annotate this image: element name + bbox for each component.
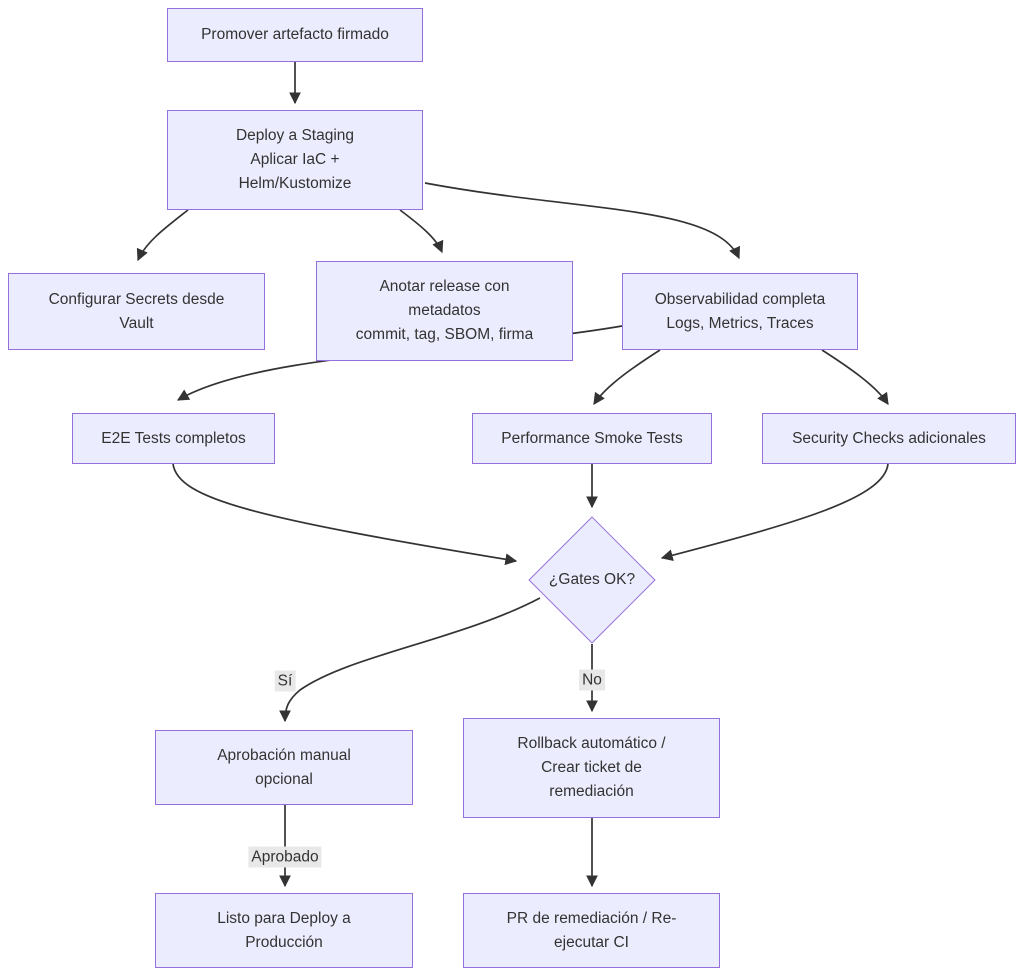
edge-label-aprobado: Aprobado xyxy=(248,846,322,868)
node-aprobacion-line: Aprobación manual xyxy=(217,746,351,764)
edge-label-no: No xyxy=(579,669,605,691)
edge-observabilidad-performance xyxy=(593,349,661,405)
node-rollback-line: Rollback automático / xyxy=(517,735,666,752)
edge-deploy-configurar xyxy=(136,209,189,262)
node-listo-line: Producción xyxy=(245,933,323,951)
node-promover-artefacto: Promover artefacto firmado xyxy=(167,8,423,62)
edge-label-si: Sí xyxy=(274,670,296,692)
node-deploy-line: Deploy a Staging xyxy=(235,127,355,144)
edge-e2e-gates xyxy=(172,463,518,566)
node-rollback-line: Crear ticket de xyxy=(541,759,642,776)
node-promover-line: Promover artefacto firmado xyxy=(201,26,389,43)
node-deploy-line: Aplicar IaC + xyxy=(250,151,340,168)
node-observabilidad-line: Logs, Metrics, Traces xyxy=(666,314,814,332)
node-rollback: Rollback automático / Crear ticket de re… xyxy=(463,718,720,818)
node-security-checks: Security Checks adicionales xyxy=(762,413,1016,464)
node-deploy-line: Helm/Kustomize xyxy=(238,175,352,192)
node-gates-decision: ¿Gates OK? xyxy=(528,516,656,644)
node-e2e-tests: E2E Tests completos xyxy=(72,413,275,464)
node-performance-smoke-tests: Performance Smoke Tests xyxy=(472,413,712,464)
node-pr-line: PR de remediación / Re- xyxy=(506,909,677,927)
node-performance-line: Performance Smoke Tests xyxy=(501,429,683,447)
node-observabilidad-line: Observabilidad completa xyxy=(654,290,826,308)
node-pr-remediacion: PR de remediación / Re- ejecutar CI xyxy=(463,893,720,968)
edge-deploy-anotar xyxy=(399,209,444,254)
edge-observabilidad-security xyxy=(821,349,889,405)
node-configurar-secrets: Configurar Secrets desde Vault xyxy=(8,273,265,350)
node-anotar-line: commit, tag, SBOM, firma xyxy=(355,326,534,343)
node-pr-line: ejecutar CI xyxy=(554,933,629,951)
node-aprobacion-line: opcional xyxy=(255,770,313,788)
edge-gates-aprobacion-si xyxy=(279,597,541,723)
node-observabilidad: Observabilidad completa Logs, Metrics, T… xyxy=(622,273,858,350)
edge-security-gates xyxy=(660,463,889,562)
node-anotar-line: Anotar release con xyxy=(379,278,510,295)
node-anotar-release: Anotar release con metadatos commit, tag… xyxy=(316,261,573,361)
edge-deploy-observabilidad xyxy=(424,182,740,260)
node-rollback-line: remediación xyxy=(549,783,634,800)
node-gates-label: ¿Gates OK? xyxy=(548,571,636,588)
node-security-line: Security Checks adicionales xyxy=(792,429,986,447)
node-configurar-line: Configurar Secrets desde xyxy=(48,290,225,308)
node-listo-produccion: Listo para Deploy a Producción xyxy=(155,893,413,968)
node-anotar-line: metadatos xyxy=(408,302,481,319)
node-e2e-line: E2E Tests completos xyxy=(101,429,246,447)
node-listo-line: Listo para Deploy a xyxy=(217,909,351,927)
node-configurar-line: Vault xyxy=(119,314,154,332)
node-deploy-staging: Deploy a Staging Aplicar IaC + Helm/Kust… xyxy=(167,110,423,210)
node-aprobacion-manual: Aprobación manual opcional xyxy=(155,730,413,805)
